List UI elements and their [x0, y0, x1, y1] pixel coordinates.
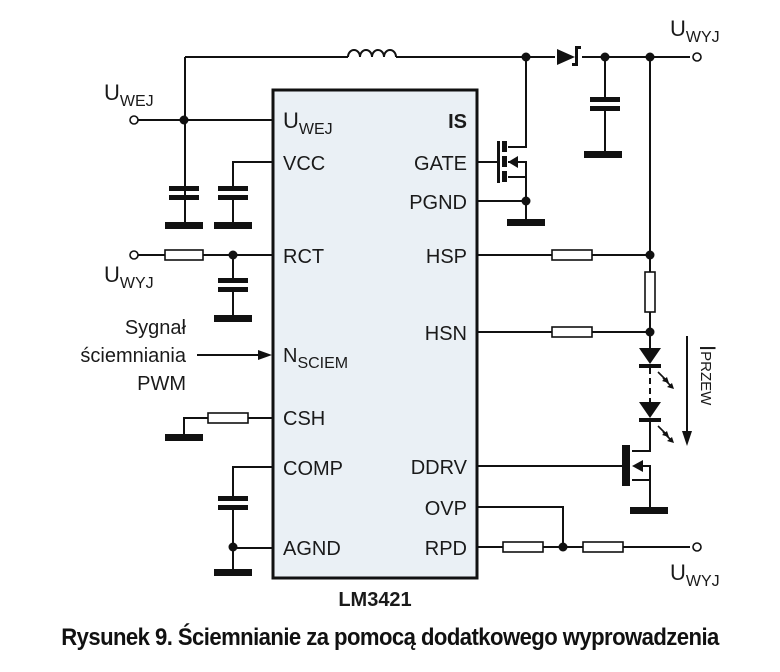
mosfet-channel — [502, 141, 507, 152]
resistor-icon — [207, 412, 249, 424]
led-icon — [639, 348, 661, 364]
mosfet-dim-arrow-icon — [632, 460, 643, 472]
junction-dot — [558, 542, 568, 552]
pin-csh: CSH — [283, 408, 325, 430]
emission-arrow-head — [667, 383, 674, 389]
led-bar — [639, 364, 661, 368]
junction-dot — [228, 250, 238, 260]
ground-icon — [214, 315, 252, 322]
figure-caption: Rysunek 9. Ściemnianie za pomocą dodatko… — [61, 624, 719, 651]
pin-gate: GATE — [414, 153, 467, 175]
pin-ovp: OVP — [425, 498, 467, 520]
signal-label-line1: Sygnał — [125, 317, 187, 339]
pin-uwej: UWEJ — [283, 108, 333, 138]
ground-icon — [584, 151, 622, 158]
terminal-output-bottom — [692, 542, 702, 552]
ground-icon — [165, 434, 203, 441]
junction-dot — [521, 52, 531, 62]
emission-arrow-head — [662, 377, 669, 383]
pin-vcc: VCC — [283, 153, 325, 175]
wire-switch-drain — [508, 57, 527, 148]
resistor-icon — [551, 326, 593, 338]
label-input-uwej: UWEJ — [104, 80, 154, 110]
wire-ovp — [477, 506, 564, 547]
pin-rpd: RPD — [425, 538, 467, 560]
label-output-top-uwyj: UWYJ — [670, 16, 720, 46]
current-arrow-head — [682, 431, 692, 446]
pin-agnd: AGND — [283, 538, 341, 560]
junction-dot — [179, 115, 189, 125]
chip-name: LM3421 — [338, 589, 411, 611]
ground-icon — [507, 219, 545, 226]
mosfet-arrow-icon — [508, 156, 518, 168]
emission-arrow-head — [662, 431, 669, 437]
label-output-bottom-uwyj: UWYJ — [670, 560, 720, 590]
capacitor-plate — [218, 505, 248, 510]
signal-label-line2: ściemniania — [80, 345, 186, 367]
capacitor-plate — [590, 106, 620, 111]
wire-ddrv-fet-body — [640, 465, 651, 480]
ground-icon — [630, 507, 668, 514]
terminal-uwej — [129, 115, 139, 125]
junction-dot — [645, 250, 655, 260]
resistor-icon — [644, 271, 656, 313]
resistor-icon — [551, 249, 593, 261]
ground-icon — [165, 222, 203, 229]
pin-pgnd: PGND — [409, 192, 467, 214]
resistor-icon — [164, 249, 204, 261]
pin-hsp: HSP — [426, 246, 467, 268]
wire-vcc — [232, 161, 273, 188]
pin-comp: COMP — [283, 458, 343, 480]
capacitor-plate — [590, 97, 620, 102]
capacitor-plate — [218, 195, 248, 200]
capacitor-plate — [218, 496, 248, 501]
led-emission-arrows — [657, 371, 673, 442]
mosfet-channel — [502, 156, 507, 167]
pin-nsciem: NSCIEM — [283, 345, 348, 372]
pin-hsn: HSN — [425, 323, 467, 345]
schottky-diode-icon — [557, 49, 575, 65]
pin-ddrv: DDRV — [411, 457, 468, 479]
mosfet-gate-plate — [497, 141, 500, 183]
terminal-rct-uwyj — [129, 250, 139, 260]
wire-csh — [183, 417, 273, 437]
junction-dot — [645, 52, 655, 62]
led-icon — [639, 402, 661, 418]
junction-dot — [521, 196, 531, 206]
wire-ddrv-fet-source — [632, 479, 651, 510]
junction-dot — [645, 327, 655, 337]
label-rct-uwyj: UWYJ — [104, 262, 154, 292]
capacitor-plate — [218, 186, 248, 191]
ground-icon — [214, 569, 252, 576]
signal-label-line3: PWM — [137, 373, 186, 395]
pin-rct: RCT — [283, 246, 324, 268]
ground-icon — [214, 222, 252, 229]
junction-dot — [228, 542, 238, 552]
mosfet-dim-channel — [622, 445, 630, 486]
signal-arrow-head — [258, 350, 272, 360]
resistor-icon — [502, 541, 544, 553]
inductor-icon — [347, 49, 397, 58]
resistor-icon — [582, 541, 624, 553]
junction-dot — [600, 52, 610, 62]
wire-comp — [232, 466, 273, 572]
capacitor-plate — [218, 287, 248, 292]
circuit-schematic: UWEJ UWYJ UWYJ UWYJ Sygnał ściemniania P… — [80, 16, 720, 611]
schottky-diode-bar — [572, 46, 581, 66]
mosfet-channel — [502, 171, 507, 182]
terminal-output-top — [692, 52, 702, 62]
pin-is: IS — [448, 111, 467, 133]
emission-arrow-head — [667, 437, 674, 443]
chip-body — [271, 88, 479, 580]
capacitor-plate — [218, 278, 248, 283]
capacitor-plate — [169, 195, 199, 200]
led-bar — [639, 418, 661, 422]
capacitor-plate — [169, 186, 199, 191]
wire-led-to-fet — [632, 422, 651, 452]
current-label: IPRZEW — [695, 345, 720, 406]
